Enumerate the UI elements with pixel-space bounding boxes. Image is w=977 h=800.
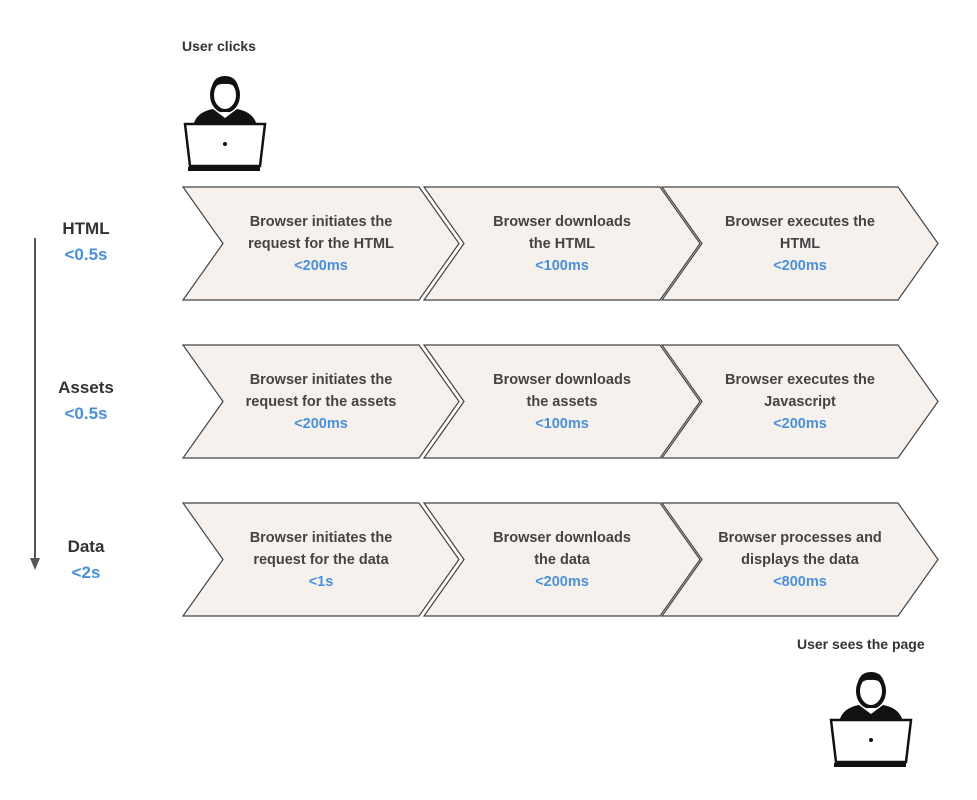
step-assets-download: Browser downloads the assets <100ms [467, 369, 657, 435]
step-line: request for the assets [245, 394, 397, 410]
stage-name: Assets [58, 378, 114, 397]
step-chevron [422, 344, 701, 459]
stage-time: <0.5s [64, 245, 108, 264]
down-arrow-icon [30, 238, 40, 570]
step-line: Browser executes the [725, 214, 875, 230]
step-line: displays the data [741, 552, 859, 568]
step-line: the data [534, 552, 590, 568]
step-chevron [660, 186, 939, 301]
step-chevron [181, 186, 460, 301]
step-chevron [660, 502, 939, 617]
stage-time: <2s [71, 563, 101, 582]
step-time: <1s [308, 574, 334, 590]
step-line: Browser downloads [493, 214, 631, 230]
step-line: Browser downloads [493, 530, 631, 546]
step-chevron [422, 502, 701, 617]
step-html-download: Browser downloads the HTML <100ms [467, 211, 657, 277]
stage-label-html: HTML <0.5s [31, 216, 141, 268]
user-sees-page-label: User sees the page [797, 636, 925, 652]
step-line: Browser processes and [718, 530, 882, 546]
stage-name: HTML [62, 219, 110, 238]
step-time: <800ms [773, 574, 827, 590]
stage-time: <0.5s [64, 404, 108, 423]
stage-label-data: Data <2s [31, 534, 141, 586]
step-html-request: Browser initiates the request for the HT… [226, 211, 416, 277]
user-at-laptop-icon [826, 664, 916, 773]
step-time: <200ms [535, 574, 589, 590]
step-data-process: Browser processes and displays the data … [705, 527, 895, 593]
step-line: Browser initiates the [249, 214, 393, 230]
step-time: <100ms [535, 416, 589, 432]
step-line: Browser executes the [725, 372, 875, 388]
step-time: <200ms [773, 416, 827, 432]
step-line: Browser downloads [493, 372, 631, 388]
step-line: request for the data [253, 552, 389, 568]
step-time: <200ms [294, 416, 348, 432]
step-line: the HTML [528, 236, 596, 252]
stage-label-assets: Assets <0.5s [31, 375, 141, 427]
step-chevron [181, 502, 460, 617]
stage-name: Data [67, 537, 105, 556]
step-line: request for the HTML [248, 236, 394, 252]
step-line: HTML [779, 236, 821, 252]
step-data-request: Browser initiates the request for the da… [226, 527, 416, 593]
step-chevron [181, 344, 460, 459]
step-assets-request: Browser initiates the request for the as… [226, 369, 416, 435]
step-assets-execute: Browser executes the Javascript <200ms [705, 369, 895, 435]
user-clicks-label: User clicks [182, 38, 256, 54]
step-chevron [660, 344, 939, 459]
step-time: <100ms [535, 258, 589, 274]
step-line: Browser initiates the [249, 372, 393, 388]
step-html-execute: Browser executes the HTML <200ms [705, 211, 895, 277]
step-chevron [422, 186, 701, 301]
user-at-laptop-icon [180, 68, 270, 177]
step-data-download: Browser downloads the data <200ms [467, 527, 657, 593]
step-line: Browser initiates the [249, 530, 393, 546]
step-time: <200ms [294, 258, 348, 274]
step-line: Javascript [764, 394, 836, 410]
step-line: the assets [526, 394, 598, 410]
step-time: <200ms [773, 258, 827, 274]
